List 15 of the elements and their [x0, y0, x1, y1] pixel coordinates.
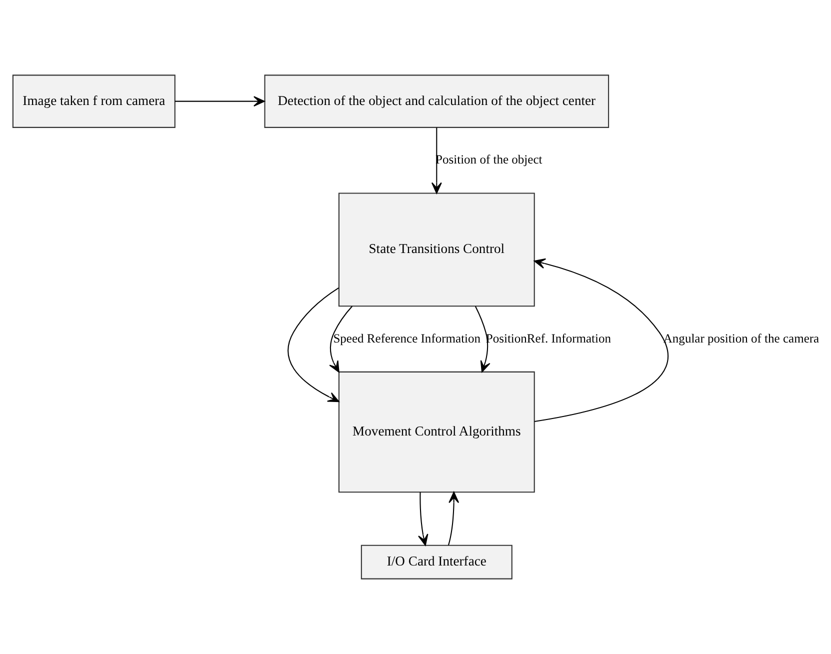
arrow — [474, 306, 490, 372]
arrow — [329, 306, 353, 372]
arrow — [288, 288, 340, 402]
arrow — [174, 96, 265, 107]
arrow — [448, 492, 460, 546]
edge-label: Angular position of the camera — [663, 331, 820, 346]
node-box: State Transitions Control — [338, 192, 535, 307]
node-box: Detection of the object and calculation of the object center — [264, 74, 610, 128]
node-box: Image taken f rom camera — [12, 74, 176, 128]
arrow — [431, 128, 442, 194]
node-box: Movement Control Algorithms — [338, 371, 535, 493]
arrow — [534, 258, 668, 422]
arrow — [418, 492, 428, 546]
edge-label: Speed Reference Information — [333, 331, 481, 346]
node-box: I/O Card Interface — [360, 544, 512, 580]
